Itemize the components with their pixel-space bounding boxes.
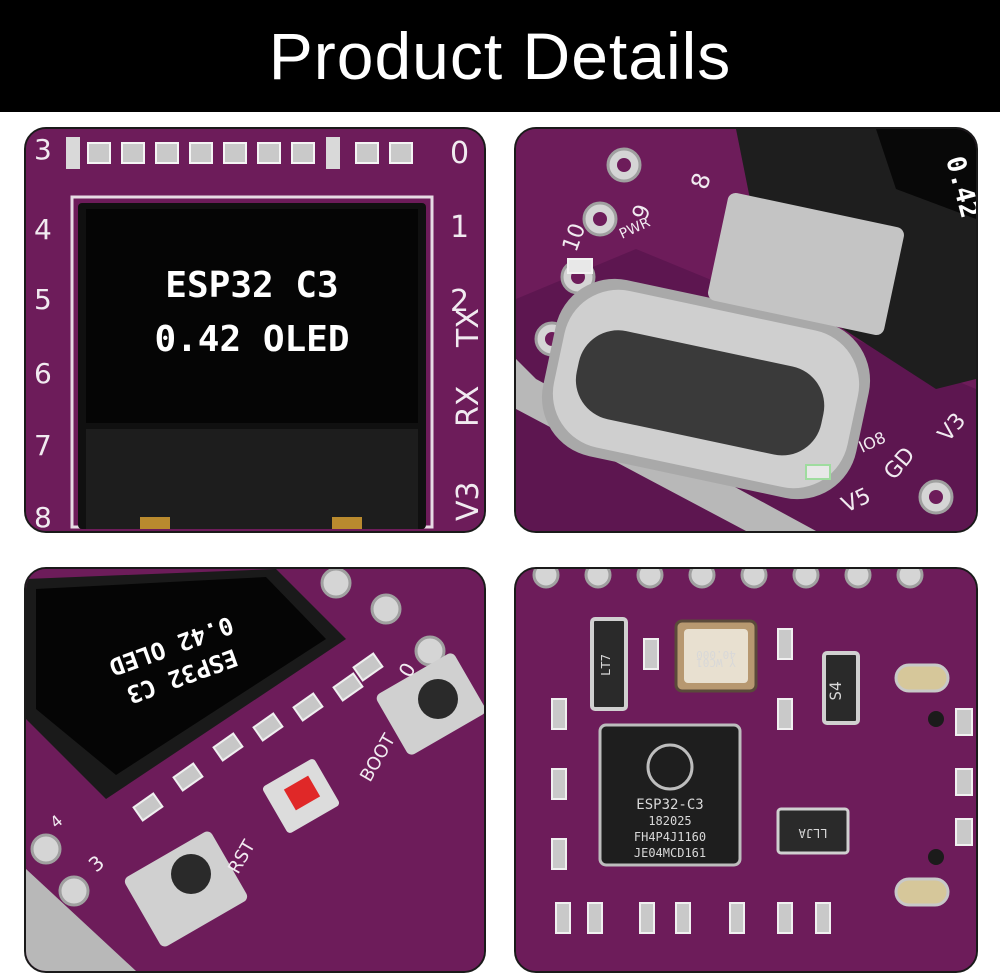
pin-label-5: 5 — [34, 283, 52, 316]
pin-label-tx: TX — [451, 308, 484, 348]
pin-label-rx: RX — [451, 386, 484, 427]
diode-label: LT7 — [599, 654, 613, 676]
top-pads — [66, 137, 413, 169]
chip-line1: ESP32-C3 — [636, 797, 703, 813]
chip-line3: FH4P4J1160 — [634, 830, 706, 844]
board-angled-image: ESP32 C3 0.42 OLED 0 3 4 — [26, 569, 484, 971]
board-back-image: LT7 40.000 Y WC01 S4 ESP32-C3 182025 FH4… — [516, 569, 976, 971]
ldo-regulator — [776, 807, 850, 855]
pin-label-6: 6 — [34, 357, 52, 390]
board-front-image: ESP32 C3 0.42 OLED 3 4 5 6 7 8 0 1 2 TX … — [26, 129, 484, 531]
panel-angled-oled-buttons: ESP32 C3 0.42 OLED 0 3 4 — [24, 567, 486, 973]
crystal-line1: 40.000 — [696, 648, 736, 661]
chip-line2: 182025 — [648, 814, 691, 828]
pin-label-v3: V3 — [451, 481, 484, 521]
red-switch — [283, 775, 321, 811]
pin-label-8: 8 — [34, 501, 52, 531]
oled-screen — [86, 209, 418, 423]
pin-label-1: 1 — [450, 210, 469, 245]
ldo-label: LLJA — [798, 826, 828, 840]
s4-label: S4 — [826, 681, 845, 700]
header-banner: Product Details — [0, 0, 1000, 112]
pin-label-4: 4 — [34, 213, 52, 246]
s4-component — [822, 651, 860, 725]
oled-text-line1: ESP32 C3 — [165, 265, 338, 306]
diode-component — [590, 617, 628, 711]
pin-label-0: 0 — [450, 136, 469, 171]
panel-front-oled: ESP32 C3 0.42 OLED 3 4 5 6 7 8 0 1 2 TX … — [24, 127, 486, 533]
panel-usb-c-closeup: 0.42 8 9 10 PWR V5 GD V3 IO8 — [514, 127, 978, 533]
crystal-line2: Y WC01 — [696, 656, 736, 669]
esp32-c3-chip — [598, 723, 742, 867]
pin-label-7: 7 — [34, 429, 52, 462]
oled-text-line2: 0.42 OLED — [154, 319, 349, 360]
pin-label-3: 3 — [34, 133, 52, 166]
panel-back-chip: LT7 40.000 Y WC01 S4 ESP32-C3 182025 FH4… — [514, 567, 978, 973]
page-title: Product Details — [268, 19, 732, 93]
usb-c-image: 0.42 8 9 10 PWR V5 GD V3 IO8 — [516, 129, 976, 531]
chip-line4: JE04MCD161 — [634, 846, 706, 860]
pin-label-2: 2 — [450, 284, 469, 319]
